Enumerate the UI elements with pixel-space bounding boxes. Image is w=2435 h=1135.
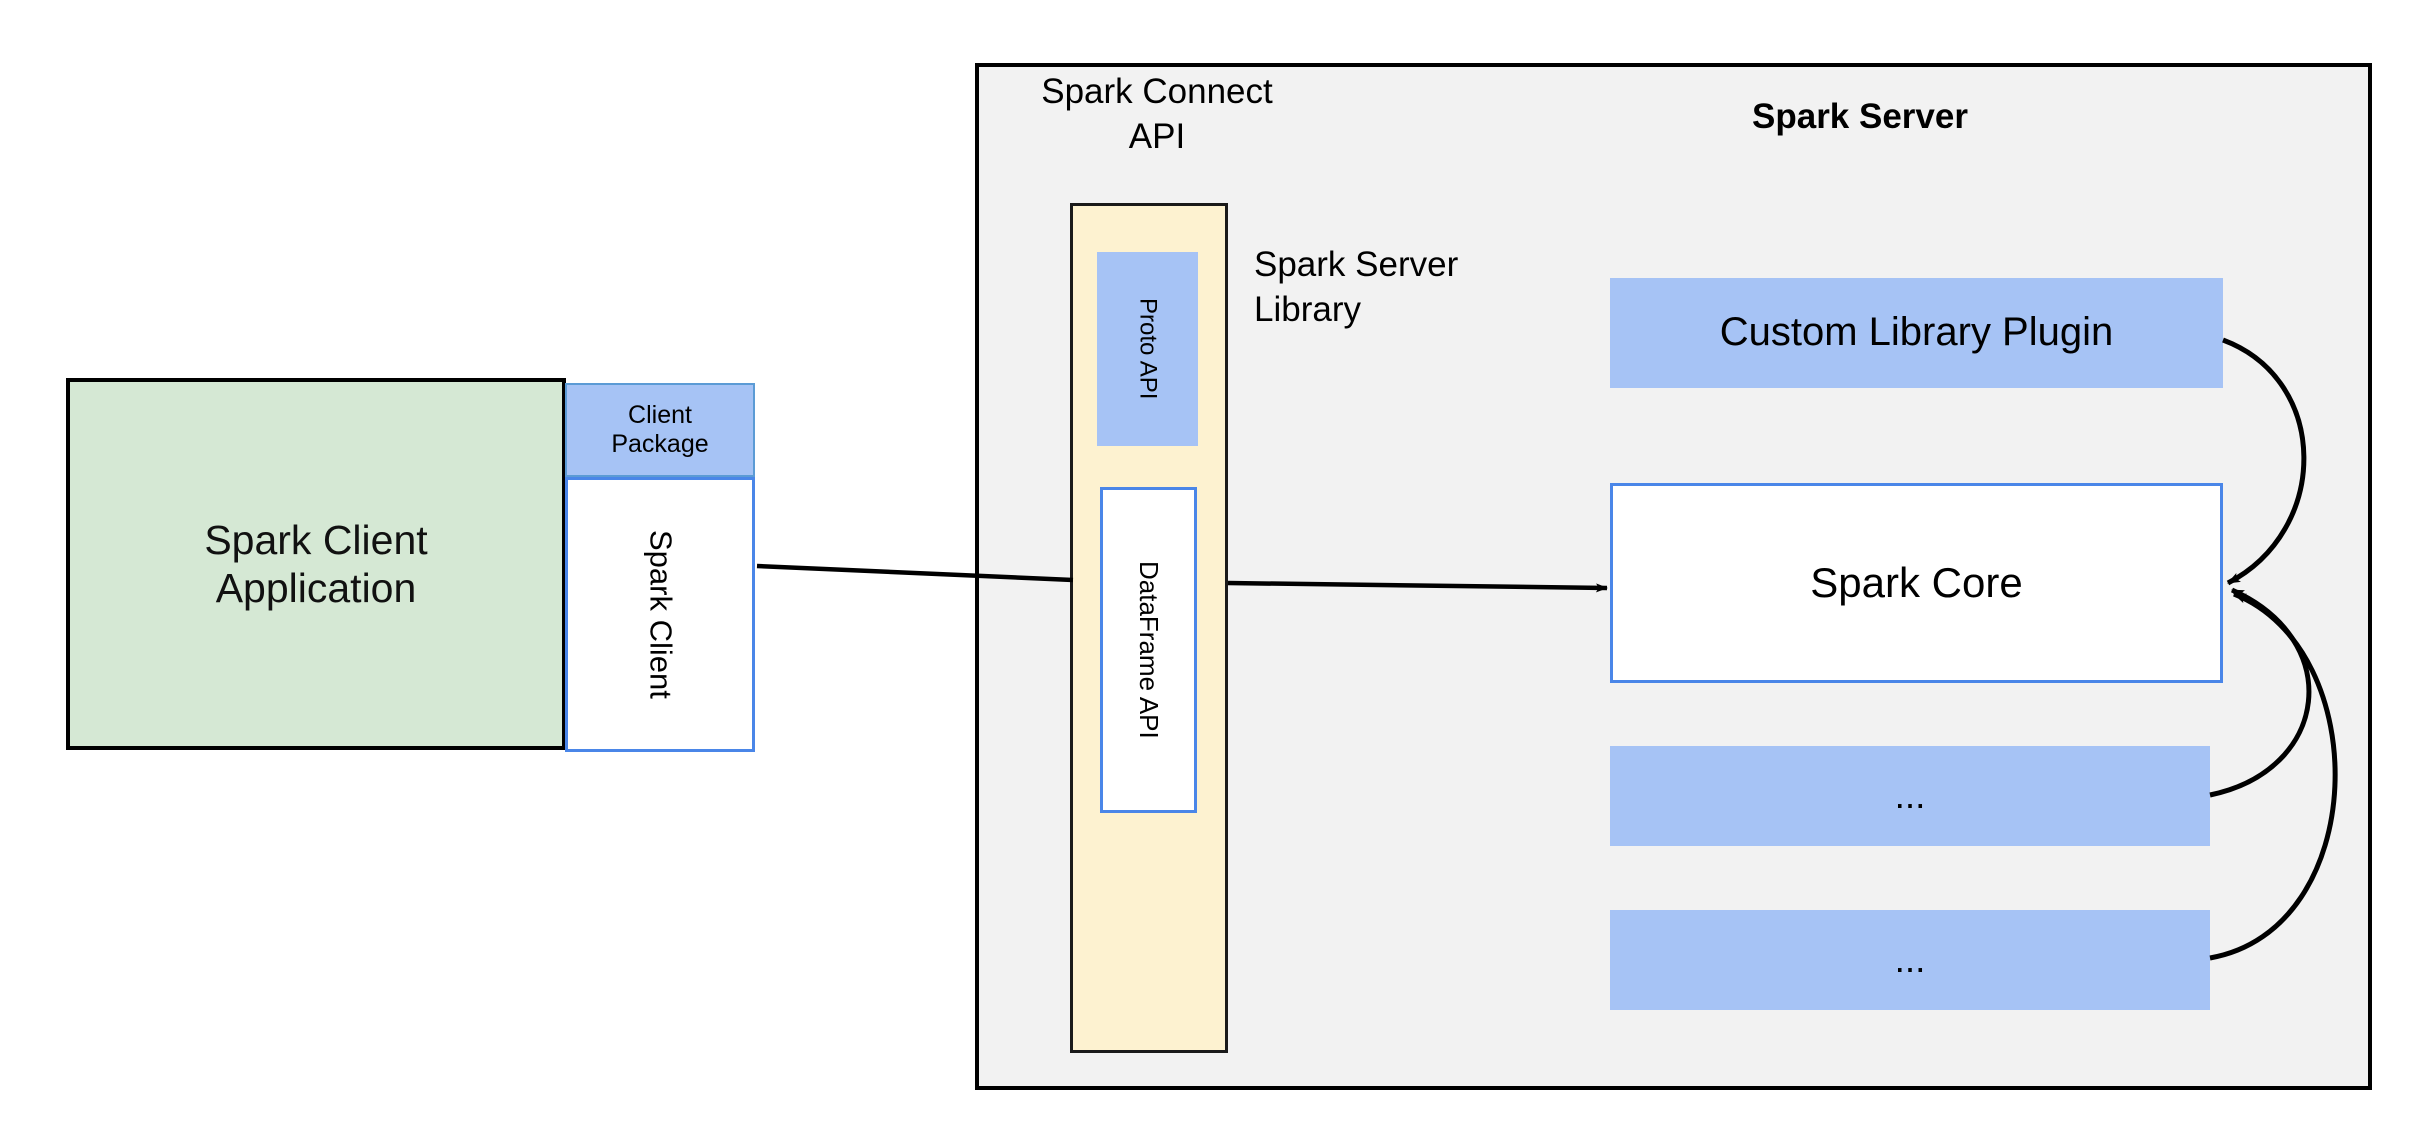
spark-server-library-label-line1: Spark Server — [1254, 245, 1459, 284]
dataframe-api-box[interactable]: DataFrame API — [1100, 487, 1197, 813]
client-package-label-line1: Client — [628, 400, 692, 429]
dataframe-api-label: DataFrame API — [1133, 561, 1164, 739]
client-package-box[interactable]: Client Package — [565, 383, 755, 477]
spark-server-library-label: Spark Server Library — [1254, 243, 1554, 333]
client-package-label-line2: Package — [611, 430, 709, 458]
spark-client-box[interactable]: Spark Client — [565, 477, 755, 752]
ellipsis-box-2[interactable]: ... — [1610, 910, 2210, 1010]
proto-api-box[interactable]: Proto API — [1097, 252, 1198, 446]
ellipsis-label-2: ... — [1894, 939, 1926, 981]
ellipsis-box-1[interactable]: ... — [1610, 746, 2210, 846]
spark-client-application-box[interactable]: Spark Client Application — [66, 378, 566, 750]
spark-core-box[interactable]: Spark Core — [1610, 483, 2223, 683]
custom-library-plugin-box[interactable]: Custom Library Plugin — [1610, 278, 2223, 388]
spark-client-application-label-line1: Spark Client — [204, 516, 428, 563]
spark-core-label: Spark Core — [1810, 559, 2023, 607]
custom-library-plugin-label: Custom Library Plugin — [1719, 310, 2114, 355]
spark-client-label: Spark Client — [643, 530, 679, 699]
spark-client-application-label-line2: Application — [215, 565, 417, 611]
spark-connect-api-label-line1: Spark Connect — [1041, 72, 1273, 111]
spark-server-title: Spark Server — [1752, 97, 1968, 136]
spark-connect-api-label-line2: API — [1128, 116, 1186, 156]
spark-server-library-label-line2: Library — [1254, 289, 1361, 329]
spark-connect-api-label: Spark Connect API — [1012, 70, 1302, 160]
ellipsis-label-1: ... — [1894, 775, 1926, 817]
proto-api-label: Proto API — [1134, 298, 1162, 400]
